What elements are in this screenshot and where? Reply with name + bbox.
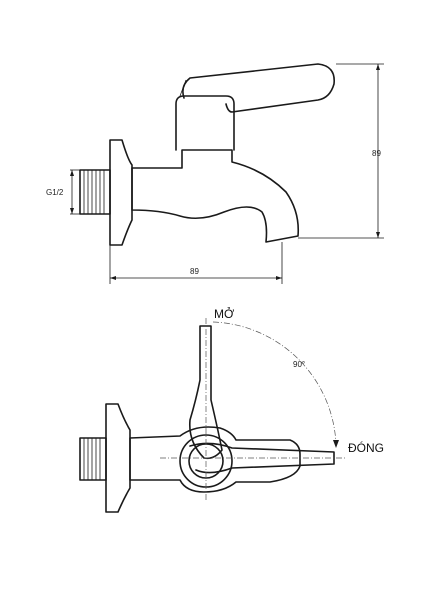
lever-handle xyxy=(182,63,335,113)
height-dimension-label: 89 xyxy=(372,149,381,158)
height-dimension: 89 xyxy=(298,63,384,239)
rotation-arc xyxy=(212,321,337,445)
length-dimension-label: 89 xyxy=(190,267,199,276)
side-view: G1/2 89 89 xyxy=(46,63,384,284)
spout-body xyxy=(131,149,300,243)
thread-size-label: G1/2 xyxy=(46,188,64,197)
wall-flange xyxy=(109,139,133,246)
rotation-angle-label: 90° xyxy=(293,360,305,369)
top-thread-connector xyxy=(79,437,107,481)
thread-size-dimension: G1/2 xyxy=(46,169,80,215)
closed-label: ĐÓNG xyxy=(348,440,384,455)
top-wall-flange xyxy=(105,403,131,513)
open-label: MỞ xyxy=(214,306,235,321)
valve-bonnet xyxy=(175,95,235,151)
length-dimension: 89 xyxy=(109,242,283,284)
thread-connector xyxy=(79,169,111,215)
top-view: MỞ 90° ĐÓNG xyxy=(79,306,384,513)
